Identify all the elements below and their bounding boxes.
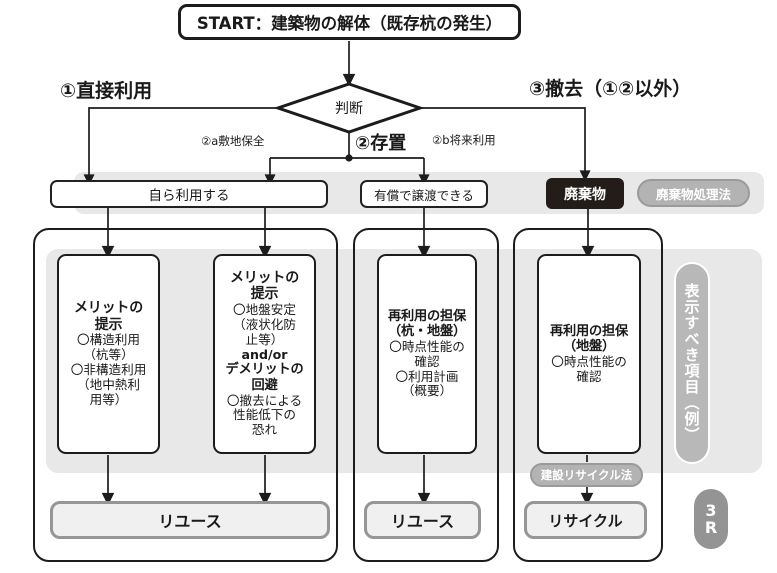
- card-1-head-1: メリットの: [74, 300, 143, 317]
- card-2-head-1: メリットの: [230, 269, 299, 286]
- start-label: START：建築物の解体（既存杭の発生）: [196, 14, 503, 33]
- card-3-line-4: （概要）: [401, 383, 453, 399]
- outcome-reuse-paid: リユース: [364, 501, 481, 539]
- branch-sublabel-2a: ②a敷地保全: [201, 134, 265, 148]
- card-2-connector-andor: and/or: [241, 346, 288, 362]
- card-reuse-assurance-ground: 再利用の担保 （地盤） 〇時点性能の 確認: [537, 254, 641, 454]
- badge-3r-line-1: 3: [705, 500, 717, 520]
- card-3-head-2: （杭・地盤）: [388, 324, 466, 340]
- outcome-reuse-paid-label: リユース: [390, 512, 455, 531]
- card-3-line-2: 確認: [414, 353, 440, 369]
- junction-dot: [345, 154, 353, 162]
- card-1-line-2: （杭等）: [83, 347, 134, 363]
- route-box-paid-transfer: 有償で譲渡できる: [360, 180, 488, 208]
- route-box-waste: 廃棄物: [546, 178, 624, 209]
- start-box: START：建築物の解体（既存杭の発生）: [178, 4, 521, 40]
- decision-label: 判断: [335, 101, 363, 117]
- card-merit-ground: メリットの 提示 〇地盤安定 （液状化防 止等） and/or デメリットの 回…: [213, 254, 316, 454]
- branch-label-remove: ③撤去（①②以外）: [529, 78, 692, 100]
- route-label-waste: 廃棄物: [564, 186, 606, 203]
- column-group-direct-use: [33, 228, 338, 562]
- card-2-head-4: 回避: [251, 377, 278, 393]
- card-2-head-2: 提示: [250, 286, 279, 303]
- card-3-line-3: 〇利用計画: [395, 368, 459, 384]
- branch-label-direct: ①直接利用: [60, 80, 153, 102]
- badge-3r-line-2: R: [704, 518, 718, 537]
- branch-label-store: ②存置: [355, 133, 407, 154]
- card-reuse-assurance-pile-ground: 再利用の担保 （杭・地盤） 〇時点性能の 確認 〇利用計画 （概要）: [377, 254, 477, 454]
- card-2-line-1: 〇地盤安定: [233, 301, 296, 317]
- decision-node: 判断: [276, 83, 422, 133]
- card-4-head-1: 再利用の担保: [550, 323, 628, 339]
- badge-3r: 3 R: [694, 489, 728, 549]
- card-2-line-3: 止等）: [245, 331, 284, 347]
- pill-construction-recycle-law-label: 建設リサイクル法: [540, 468, 633, 482]
- card-3-line-1: 〇時点性能の: [389, 338, 465, 354]
- route-box-self-use: 自ら利用する: [50, 180, 328, 208]
- card-4-line-2: 確認: [576, 368, 602, 384]
- card-2-line-5: 性能低下の: [233, 407, 296, 423]
- card-merit-structural: メリットの 提示 〇構造利用 （杭等） 〇非構造利用 （地中熱利 用等）: [57, 254, 160, 454]
- card-2-line-4: 〇撤去による: [226, 392, 303, 408]
- side-pill-display-items: 表示すべき項目（例）: [674, 262, 710, 464]
- outcome-recycle: リサイクル: [524, 501, 647, 539]
- column-group-paid-transfer: [353, 228, 499, 562]
- side-pill-display-items-label: 表示すべき項目（例）: [682, 283, 701, 443]
- card-1-line-4: （地中熱利: [77, 376, 140, 392]
- card-3-head-1: 再利用の担保: [388, 308, 466, 324]
- card-1-line-1: 〇構造利用: [77, 332, 140, 348]
- branch-sublabel-2b: ②b将来利用: [432, 133, 496, 147]
- outcome-recycle-label: リサイクル: [548, 511, 623, 530]
- card-2-line-2: （液状化防: [233, 316, 296, 332]
- outcome-reuse-direct: リユース: [50, 501, 330, 539]
- pill-waste-disposal-law: 廃棄物処理法: [637, 179, 750, 207]
- pill-construction-recycle-law: 建設リサイクル法: [530, 463, 643, 487]
- outcome-reuse-direct-label: リユース: [158, 512, 222, 531]
- card-1-line-3: 〇非構造利用: [70, 362, 147, 378]
- card-4-head-2: （地盤）: [563, 339, 615, 355]
- card-1-head-2: 提示: [94, 316, 123, 333]
- card-1-line-5: 用等）: [89, 391, 128, 407]
- card-2-line-6: 恐れ: [251, 422, 278, 438]
- pill-waste-disposal-law-label: 廃棄物処理法: [655, 186, 731, 202]
- route-label-paid-transfer: 有償で譲渡できる: [374, 187, 474, 203]
- card-2-head-3: デメリットの: [225, 362, 304, 378]
- card-4-line-1: 〇時点性能の: [551, 353, 627, 369]
- route-label-self-use: 自ら利用する: [148, 188, 230, 204]
- column-group-waste: [513, 228, 663, 562]
